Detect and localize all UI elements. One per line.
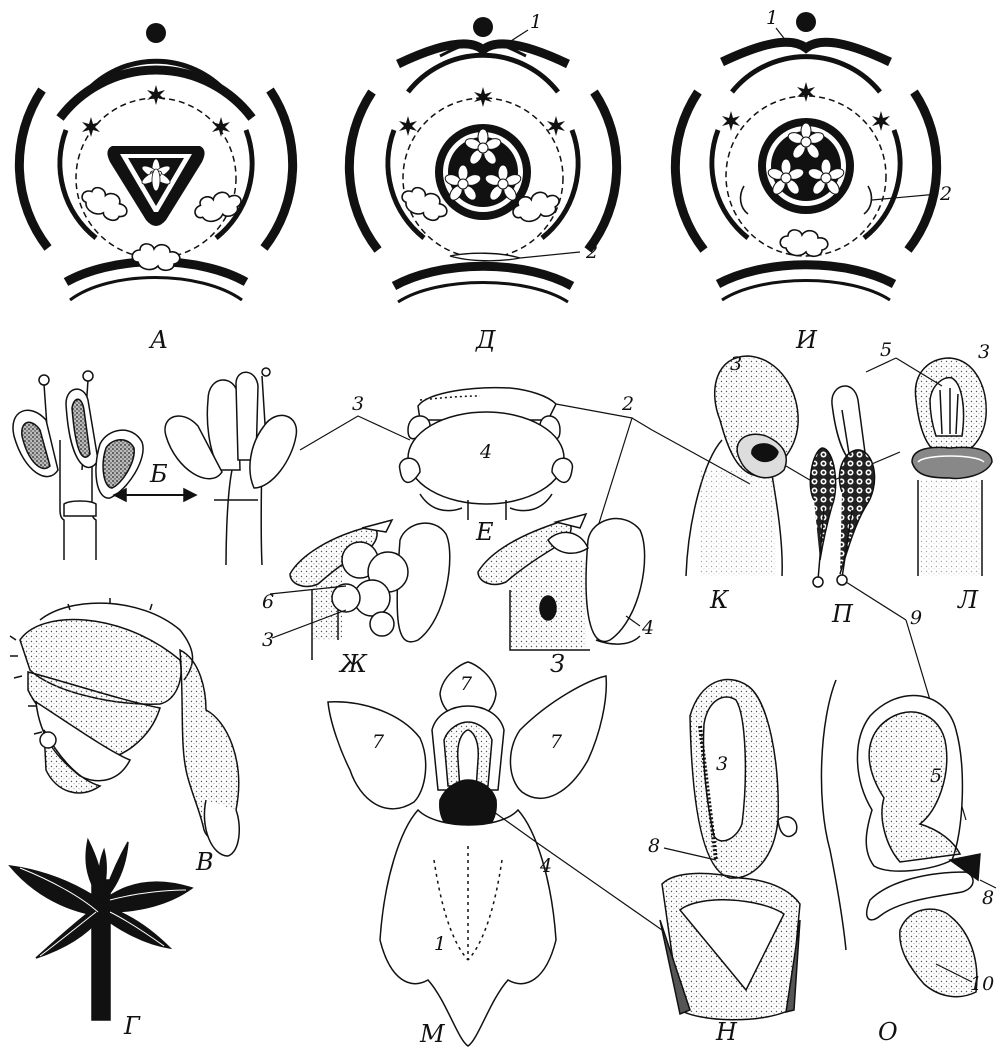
label-o: О [878,1018,898,1046]
label-3-top: 3 [352,393,364,415]
label-e: Е [475,518,494,546]
label-10: 10 [970,973,994,995]
label-l: Л [957,586,979,614]
panel-k: 3 К [686,353,798,614]
label-1-d: 1 [530,11,542,33]
label-9: 9 [910,607,922,629]
label-zh: Ж [338,650,368,678]
label-2-i: 2 [939,183,952,205]
label-4-z: 4 [641,617,654,639]
label-7-top: 7 [460,673,473,695]
panel-v: В [10,598,239,876]
label-7-left: 7 [372,731,385,753]
label-m: М [419,1020,446,1048]
label-i: И [795,326,818,354]
label-6: 6 [262,591,274,613]
panel-o: 8 10 5 О [821,680,996,1046]
panel-z: 4 З [478,514,654,678]
label-3-n: 3 [716,753,728,775]
panel-n: 8 3 Н [648,679,800,1046]
leader-3-top: 3 [300,393,410,450]
label-3-l: 3 [978,341,990,363]
label-p: П [831,600,854,628]
label-3-k: 3 [730,353,742,375]
label-5-o: 5 [930,765,942,787]
label-1-i: 1 [766,7,778,29]
label-2-mid: 2 [621,393,634,415]
label-b: Б [149,460,168,488]
label-5-l: 5 [880,339,892,361]
diagram-a: А [19,23,292,354]
label-k: К [709,586,730,614]
panel-e: 4 Е [400,388,573,546]
label-v: В [195,848,214,876]
label-4-mn: 4 [539,855,552,877]
label-1-m: 1 [434,933,446,955]
label-7-right: 7 [550,731,563,753]
label-2-d: 2 [585,241,598,263]
label-4-e: 4 [479,441,492,463]
label-d: Д [475,326,496,354]
label-a: А [148,326,168,354]
panel-g: Г [10,840,192,1040]
panel-zh: 6 3 Ж [262,520,450,678]
panel-m: 7 7 7 1 М [328,662,606,1048]
label-8-n: 8 [648,835,660,857]
label-3-zh: 3 [262,629,274,651]
label-g: Г [123,1012,141,1040]
label-n: Н [715,1018,738,1046]
diagram-i: 2 1 И [675,7,952,354]
panel-b: Б [13,368,296,565]
diagram-d: 2 1 Д [349,11,616,354]
axis-dot [146,23,166,43]
label-8-o: 8 [982,887,994,909]
label-z: З [550,650,565,678]
